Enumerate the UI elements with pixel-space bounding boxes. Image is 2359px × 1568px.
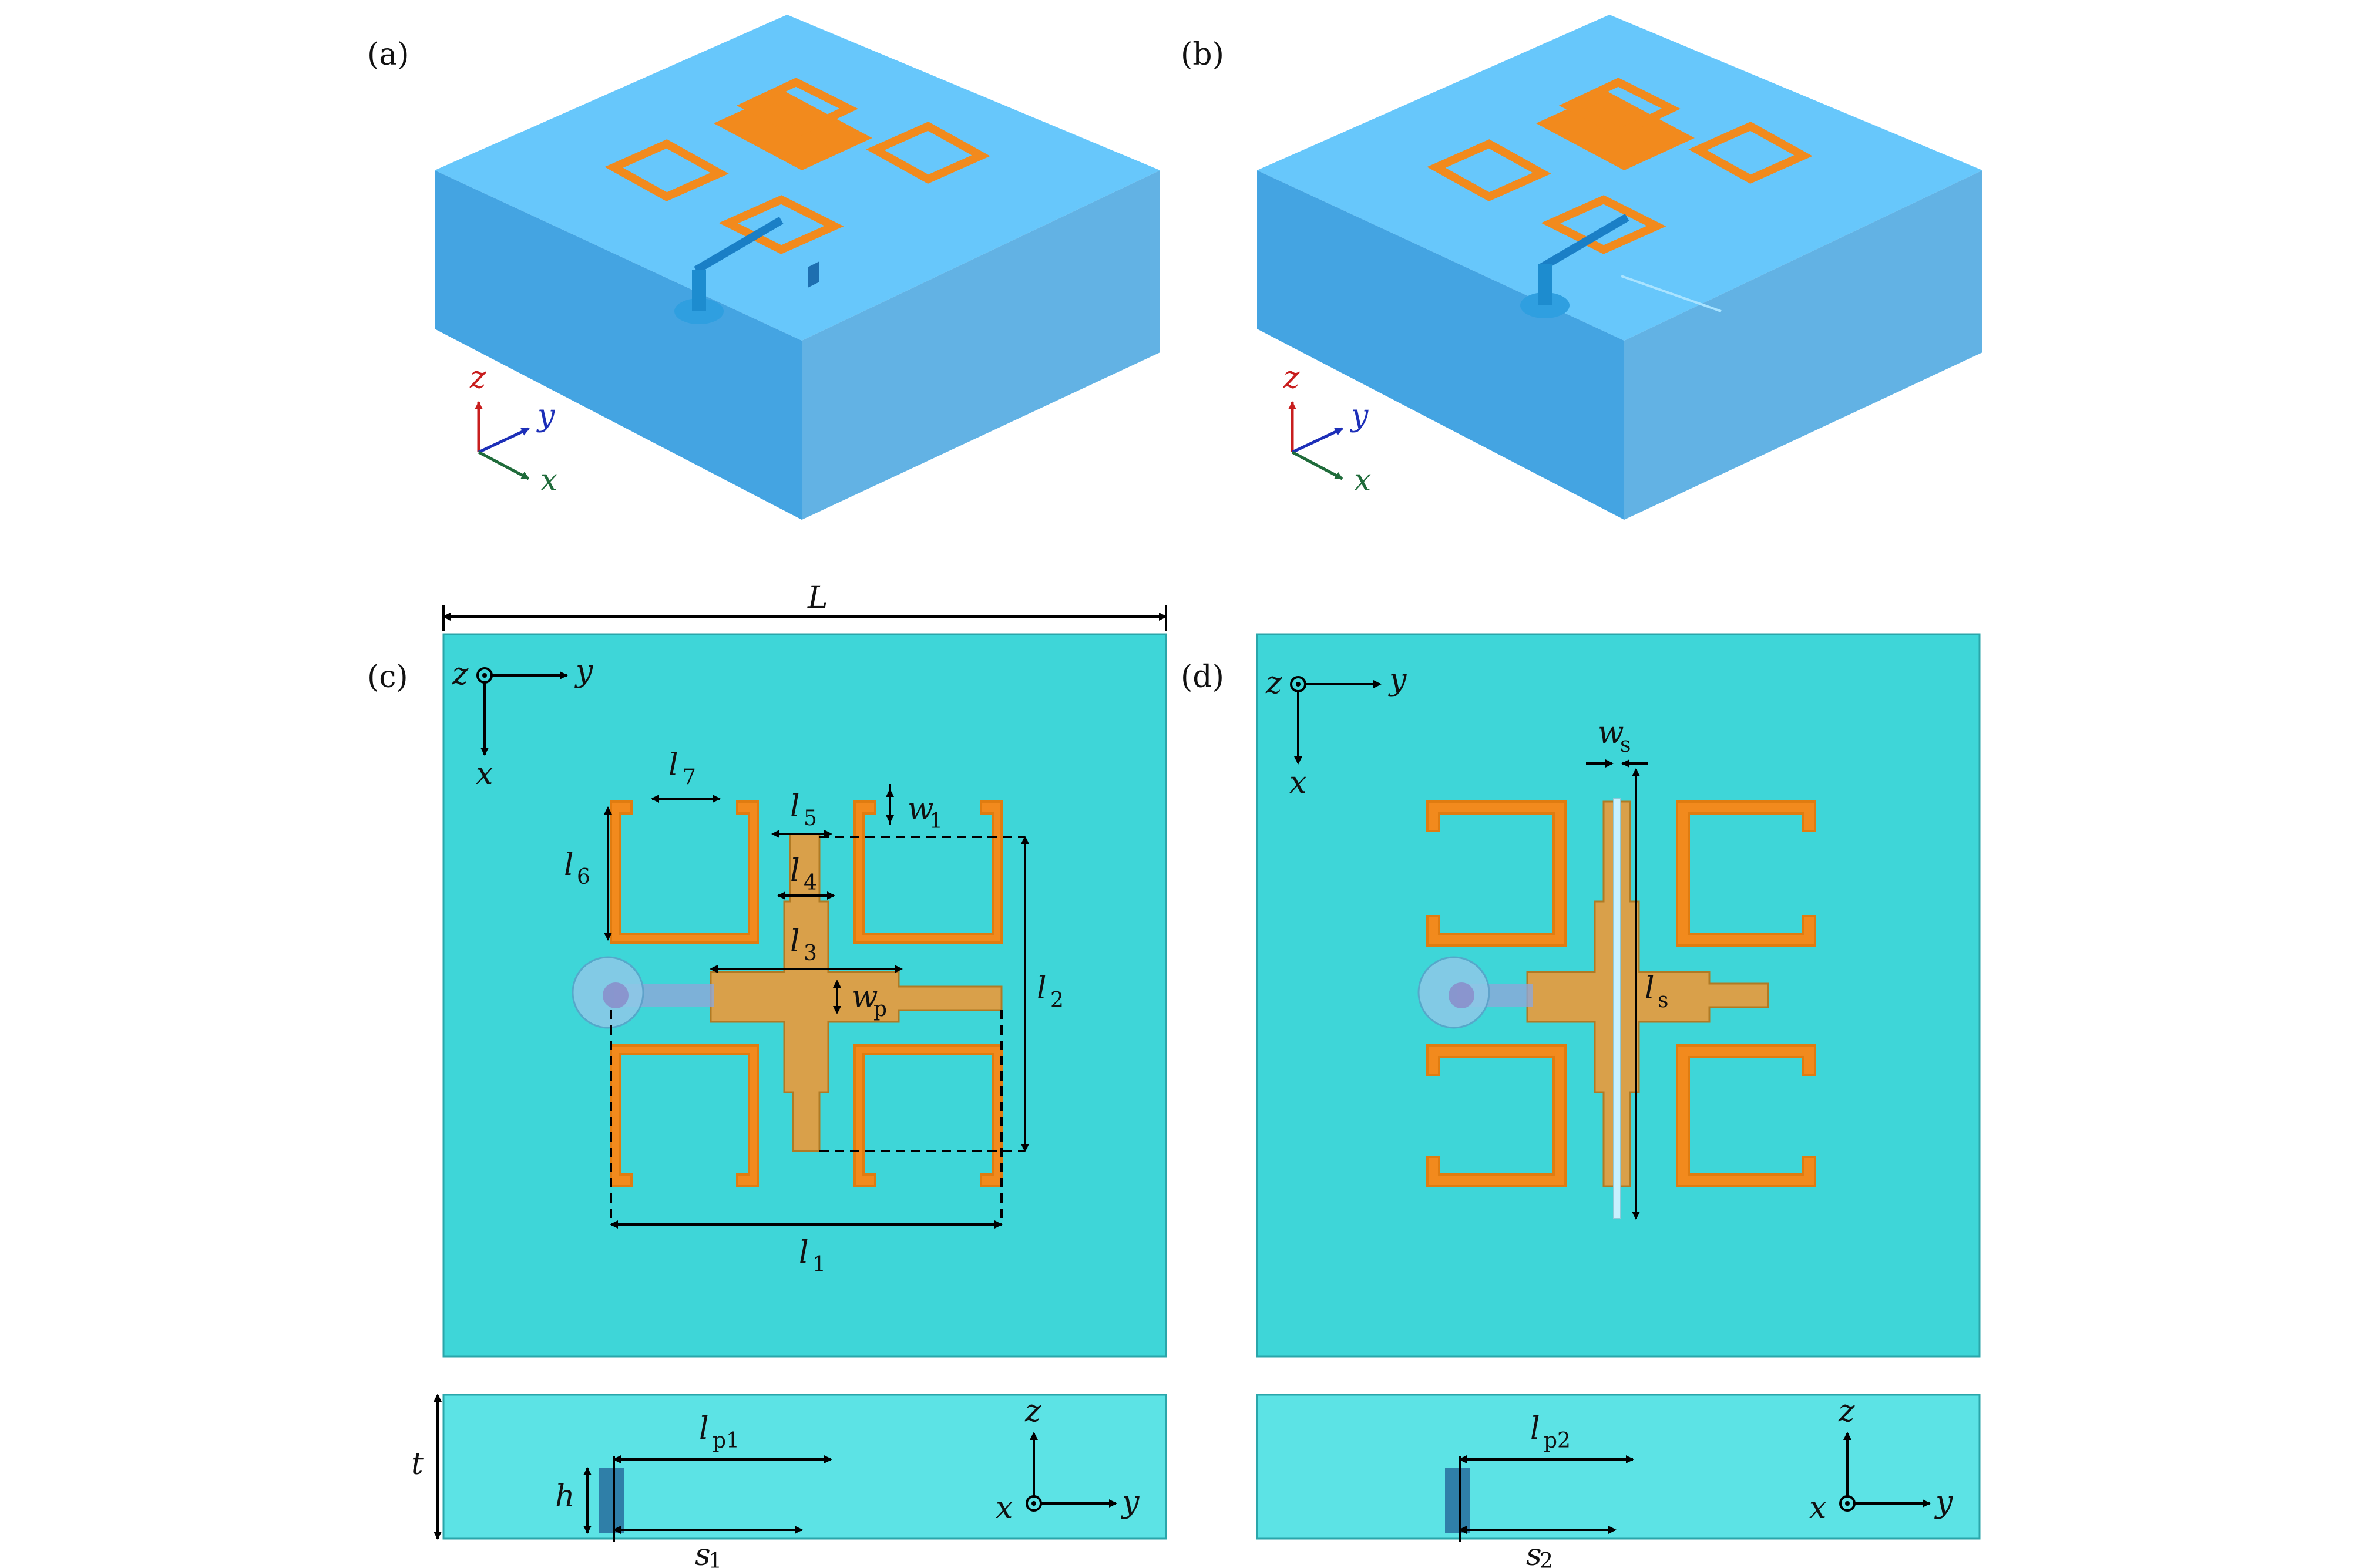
axis-z-label-c: z xyxy=(452,657,469,692)
probe-side-d xyxy=(1445,1468,1470,1533)
panel-label-a: (a) xyxy=(367,37,409,72)
dim-ls-sub: s xyxy=(1658,988,1668,1012)
dim-t: t xyxy=(411,1446,424,1482)
dim-l7-l: l xyxy=(668,748,678,783)
coord-axes-top-c: z y x xyxy=(452,654,593,792)
dim-l3-l: l xyxy=(790,924,800,959)
dim-w1-w: w xyxy=(908,792,934,827)
dim-l4-sub: 4 xyxy=(804,871,817,895)
dim-l5-sub: 5 xyxy=(804,806,817,830)
coord-axes-3d-a: z y x xyxy=(469,360,557,498)
substrate-3d-b xyxy=(1257,15,1982,520)
axis-y-label-c: y xyxy=(574,654,593,689)
dim-l6-sub: 6 xyxy=(577,865,590,889)
srr-group-d xyxy=(1426,800,1816,1187)
dim-lp1-sub: p1 xyxy=(713,1429,740,1453)
panel-label-d: (d) xyxy=(1181,659,1224,695)
side-view-d: l p2 s 2 z y x xyxy=(1256,1394,1981,1568)
coord-axes-side-c: z y x xyxy=(996,1394,1140,1526)
axis-y-label-side-d: y xyxy=(1934,1485,1953,1520)
dim-s2-sub: 2 xyxy=(1540,1549,1553,1568)
probe-side-c xyxy=(599,1468,624,1533)
coord-axes-3d-b: z y x xyxy=(1283,360,1371,498)
dim-l3-sub: 3 xyxy=(804,941,817,965)
dim-l7-sub: 7 xyxy=(683,765,696,789)
dim-l1-l: l xyxy=(799,1235,809,1270)
dim-lp2-l: l xyxy=(1530,1411,1540,1446)
panel-label-b: (b) xyxy=(1181,37,1224,72)
dim-ls-l: l xyxy=(1645,971,1655,1006)
dim-s2-s: s xyxy=(1526,1537,1542,1568)
substrate-3d-a xyxy=(435,15,1160,520)
dim-wp-w: w xyxy=(852,980,878,1015)
dim-h: h xyxy=(555,1479,575,1514)
axis-x-label-d: x xyxy=(1289,765,1306,800)
dims-c: l 7 l 6 l 5 w 1 l 4 l 3 w xyxy=(564,748,1064,1277)
feed-d xyxy=(1417,956,1533,1029)
panel-c: (c) L z y x xyxy=(367,580,1167,1358)
feed-c xyxy=(572,956,714,1029)
dim-l4-l: l xyxy=(790,853,800,889)
panel-d: (d) z y x xyxy=(1181,633,1981,1358)
axis-x-label-b: x xyxy=(1354,463,1371,498)
coord-axes-side-d: z y x xyxy=(1809,1394,1953,1526)
dim-lp1-l: l xyxy=(699,1411,709,1446)
dim-l1-sub: 1 xyxy=(812,1253,826,1277)
axis-x-label-side-c: x xyxy=(996,1490,1013,1526)
dim-l6-l: l xyxy=(564,847,574,883)
axis-z-label-side-c: z xyxy=(1024,1394,1041,1429)
panel-label-c: (c) xyxy=(367,659,408,695)
axis-y-label-side-c: y xyxy=(1121,1485,1140,1520)
substrate-side-d xyxy=(1256,1394,1981,1540)
dim-s1-sub: 1 xyxy=(708,1549,722,1568)
dims-d: w s l s xyxy=(1586,715,1668,1220)
axis-z-label-side-d: z xyxy=(1838,1394,1855,1429)
panel-b: (b) z y x xyxy=(1181,15,1982,520)
axis-y-label-a: y xyxy=(536,398,555,433)
axis-z-label-a: z xyxy=(469,360,486,395)
dim-L: L xyxy=(442,580,1167,631)
feed-probe-b xyxy=(1520,213,1629,318)
dim-l2-sub: 2 xyxy=(1050,988,1064,1012)
dim-w1-sub: 1 xyxy=(929,809,943,833)
coord-axes-top-d: z y x xyxy=(1265,662,1407,800)
substrate-top-d xyxy=(1256,633,1981,1358)
dim-wp-sub: p xyxy=(873,997,887,1021)
dim-lp2-sub: p2 xyxy=(1544,1429,1571,1453)
side-view-c: t h l p1 s 1 z y x xyxy=(411,1394,1167,1568)
dim-l2-l: l xyxy=(1037,971,1047,1006)
axis-x-label-side-d: x xyxy=(1809,1490,1826,1526)
axis-y-label-b: y xyxy=(1350,398,1369,433)
substrate-side-c xyxy=(442,1394,1167,1540)
dim-s1-s: s xyxy=(695,1537,711,1568)
dim-l5-l: l xyxy=(790,789,800,824)
dim-ws-sub: s xyxy=(1620,733,1631,757)
feed-probe-a xyxy=(674,216,784,324)
antenna-3d-a xyxy=(604,78,990,288)
dim-ws-w: w xyxy=(1598,715,1624,751)
axis-z-label-d: z xyxy=(1265,665,1282,701)
axis-x-label-c: x xyxy=(476,756,493,792)
dim-L-label: L xyxy=(807,580,828,615)
axis-z-label-b: z xyxy=(1283,360,1300,395)
axis-y-label-d: y xyxy=(1388,662,1407,698)
panel-a: (a) z y x xyxy=(367,15,1160,520)
antenna-3d-b xyxy=(1427,78,1813,312)
axis-x-label-a: x xyxy=(540,463,557,498)
